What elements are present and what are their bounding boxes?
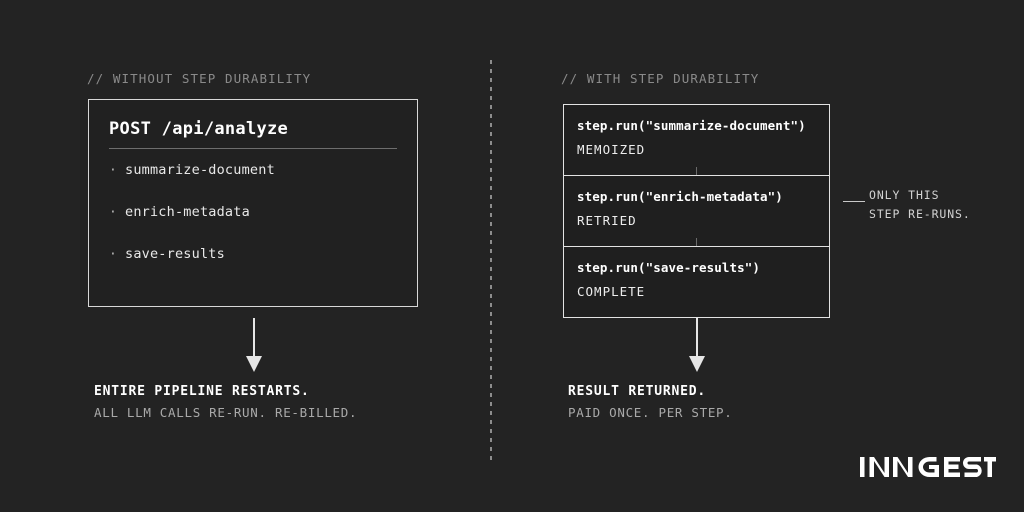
list-item-label: save-results: [125, 246, 225, 262]
bullet-icon: ·: [109, 205, 118, 220]
step-connector: [696, 167, 697, 176]
arrow-shaft: [696, 318, 698, 358]
list-item: · enrich-metadata: [109, 204, 401, 246]
brand-logo-inngest: [860, 452, 996, 482]
outcome-primary-text: RESULT RETURNED.: [568, 384, 707, 399]
status-badge: RETRIED: [577, 213, 637, 228]
title-divider-rule: [109, 148, 397, 149]
annotation-line-1: ONLY THIS: [869, 188, 940, 202]
outcome-primary-text: ENTIRE PIPELINE RESTARTS.: [94, 384, 310, 399]
endpoint-title: POST /api/analyze: [109, 119, 289, 139]
monolith-endpoint-box: POST /api/analyze · summarize-document ·…: [88, 99, 418, 307]
endpoint-step-list: · summarize-document · enrich-metadata ·…: [109, 162, 401, 288]
step-call-text: step.run("enrich-metadata"): [577, 189, 783, 204]
list-item: · save-results: [109, 246, 401, 288]
step-box-save-results: step.run("save-results") COMPLETE: [563, 246, 830, 318]
outcome-secondary-text: PAID ONCE. PER STEP.: [568, 405, 733, 420]
arrow-shaft: [253, 318, 255, 358]
step-call-text: step.run("save-results"): [577, 260, 761, 275]
bullet-icon: ·: [109, 247, 118, 262]
step-box-summarize-document: step.run("summarize-document") MEMOIZED: [563, 104, 830, 176]
step-connector: [696, 238, 697, 247]
status-badge: COMPLETE: [577, 284, 646, 299]
outcome-without-durability: ENTIRE PIPELINE RESTARTS. ALL LLM CALLS …: [94, 381, 357, 423]
bullet-icon: ·: [109, 163, 118, 178]
outcome-secondary-text: ALL LLM CALLS RE-RUN. RE-BILLED.: [94, 405, 358, 420]
column-divider: [490, 60, 492, 460]
section-header-without-durability: // WITHOUT STEP DURABILITY: [87, 71, 312, 86]
status-badge: MEMOIZED: [577, 142, 646, 157]
flow-arrow-down-right: [687, 318, 707, 374]
inngest-wordmark-icon: [860, 457, 996, 477]
outcome-with-durability: RESULT RETURNED. PAID ONCE. PER STEP.: [568, 381, 733, 423]
annotation-leader-line: [843, 201, 865, 202]
list-item-label: summarize-document: [125, 162, 275, 178]
arrow-head-icon: [246, 356, 262, 372]
list-item: · summarize-document: [109, 162, 401, 204]
flow-arrow-down-left: [244, 318, 264, 374]
annotation-only-this-step: ONLY THIS STEP RE-RUNS.: [869, 186, 971, 224]
step-box-enrich-metadata: step.run("enrich-metadata") RETRIED: [563, 175, 830, 247]
list-item-label: enrich-metadata: [125, 204, 250, 220]
step-call-text: step.run("summarize-document"): [577, 118, 806, 133]
annotation-line-2: STEP RE-RUNS.: [869, 207, 971, 221]
arrow-head-icon: [689, 356, 705, 372]
section-header-with-durability: // WITH STEP DURABILITY: [561, 71, 760, 86]
